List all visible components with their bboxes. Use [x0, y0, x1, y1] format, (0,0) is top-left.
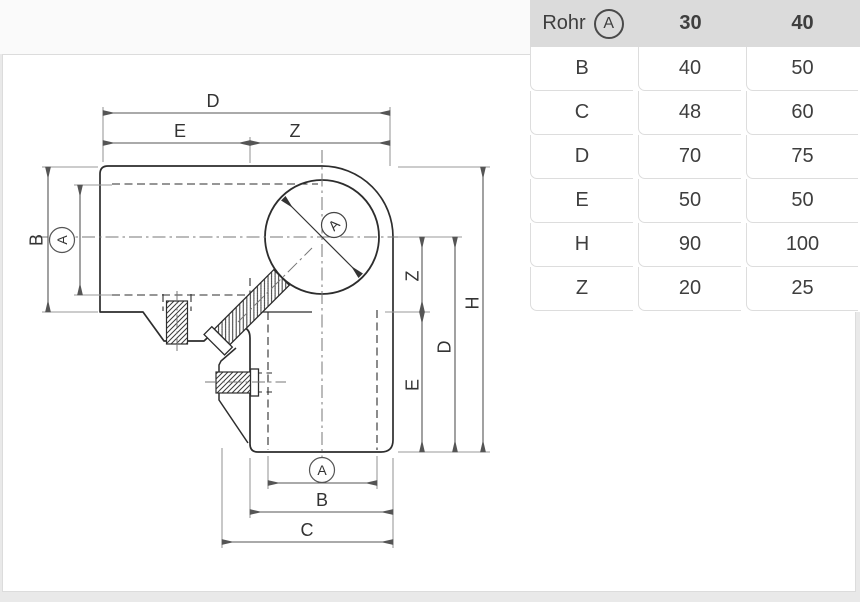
- center-lines: [35, 150, 398, 477]
- label-d-top: D: [207, 91, 220, 111]
- label-d-right: D: [434, 341, 454, 354]
- row-label: Z: [530, 267, 633, 311]
- extension-lines: [42, 107, 490, 548]
- table-row: B 40 50: [530, 47, 860, 91]
- row-label: C: [530, 91, 633, 135]
- label-a-left: A: [54, 235, 70, 245]
- dimension-table: Rohr A 30 40 B 40 50 C 48 60 D 70 75: [530, 0, 860, 312]
- label-e-right: E: [402, 379, 422, 391]
- row-value-40: 60: [746, 91, 858, 135]
- row-value-40: 50: [746, 47, 858, 91]
- diameter-arrow: [281, 196, 363, 278]
- label-a-bottom: A: [317, 462, 327, 478]
- rohr-a-circle-icon: A: [593, 8, 624, 39]
- table-row: Z 20 25: [530, 267, 860, 311]
- label-h-right: H: [462, 297, 482, 310]
- row-value-40: 50: [746, 179, 858, 223]
- top-margin: [0, 0, 532, 54]
- label-e-top: E: [174, 121, 186, 141]
- label-c-bottom: C: [301, 520, 314, 540]
- hidden-edges: [112, 183, 378, 450]
- table-row: E 50 50: [530, 179, 860, 223]
- row-value-30: 48: [638, 91, 741, 135]
- label-z-right: Z: [402, 271, 422, 282]
- clamp-screw-diagonal: [203, 268, 291, 356]
- row-label: D: [530, 135, 633, 179]
- circle-a-bottom: [308, 456, 336, 484]
- row-value-30: 40: [638, 47, 741, 91]
- row-value-30: 70: [638, 135, 741, 179]
- row-value-40: 25: [746, 267, 858, 311]
- table-row: C 48 60: [530, 91, 860, 135]
- dimension-labels: D E Z B A A Z E D H A B C: [26, 91, 482, 540]
- circle-a-left: [48, 226, 76, 254]
- table-header-col-40: 40: [791, 12, 814, 34]
- table-body: B 40 50 C 48 60 D 70 75 E 50 50 H 90: [530, 47, 860, 312]
- rohr-label: Rohr: [542, 12, 586, 34]
- row-value-30: 20: [638, 267, 741, 311]
- row-label: H: [530, 223, 633, 267]
- row-label: B: [530, 47, 633, 91]
- row-value-40: 75: [746, 135, 858, 179]
- circle-a-diameter: [320, 211, 348, 239]
- table-header-col-30: 30: [679, 12, 702, 34]
- row-value-30: 50: [638, 179, 741, 223]
- label-z-top: Z: [290, 121, 301, 141]
- table-row: D 70 75: [530, 135, 860, 179]
- table-header-rohr: Rohr A: [530, 8, 636, 39]
- label-b-left: B: [26, 234, 46, 246]
- row-value-40: 100: [746, 223, 858, 267]
- table-row: H 90 100: [530, 223, 860, 267]
- row-label: E: [530, 179, 633, 223]
- table-header: Rohr A 30 40: [530, 0, 860, 47]
- dimension-lines: [45, 110, 486, 545]
- label-b-bottom: B: [316, 490, 328, 510]
- row-value-30: 90: [638, 223, 741, 267]
